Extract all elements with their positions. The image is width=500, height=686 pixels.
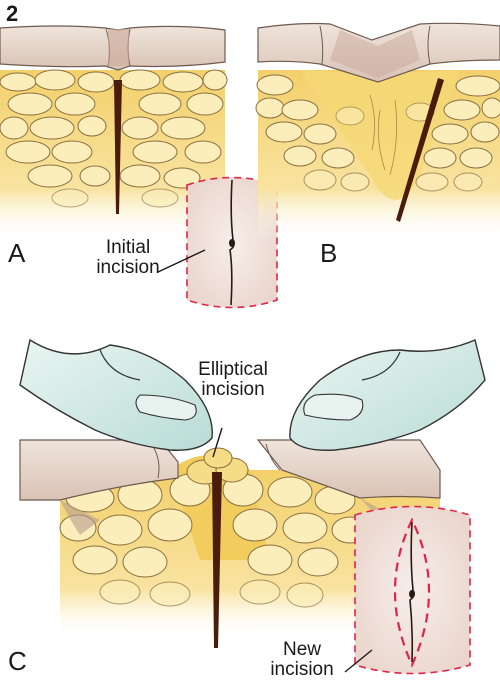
panel-c-callout-top-line-2: incision: [188, 380, 278, 400]
panel-c-callout-bottom-line-2: incision: [260, 660, 344, 680]
panel-a-letter: A: [8, 240, 25, 267]
panel-b-tissue: [256, 23, 500, 240]
panel-a-callout-line-2: incision: [92, 258, 164, 278]
left-gloved-finger: [20, 340, 212, 450]
right-gloved-finger: [290, 340, 485, 450]
panel-c-callout-bottom-line-1: New: [260, 640, 344, 660]
panel-c-callout-top-line-1: Elliptical: [188, 360, 278, 380]
panel-a-callout: Initial incision: [92, 238, 164, 278]
panel-c-callout-bottom: New incision: [260, 640, 344, 680]
figure-number: 2: [6, 2, 18, 25]
panel-b-letter: B: [320, 240, 337, 267]
panel-c-callout-top: Elliptical incision: [188, 360, 278, 400]
panel-c-zoom: [345, 507, 470, 674]
panel-c-letter: C: [8, 648, 27, 675]
panel-a-callout-line-1: Initial: [92, 238, 164, 258]
